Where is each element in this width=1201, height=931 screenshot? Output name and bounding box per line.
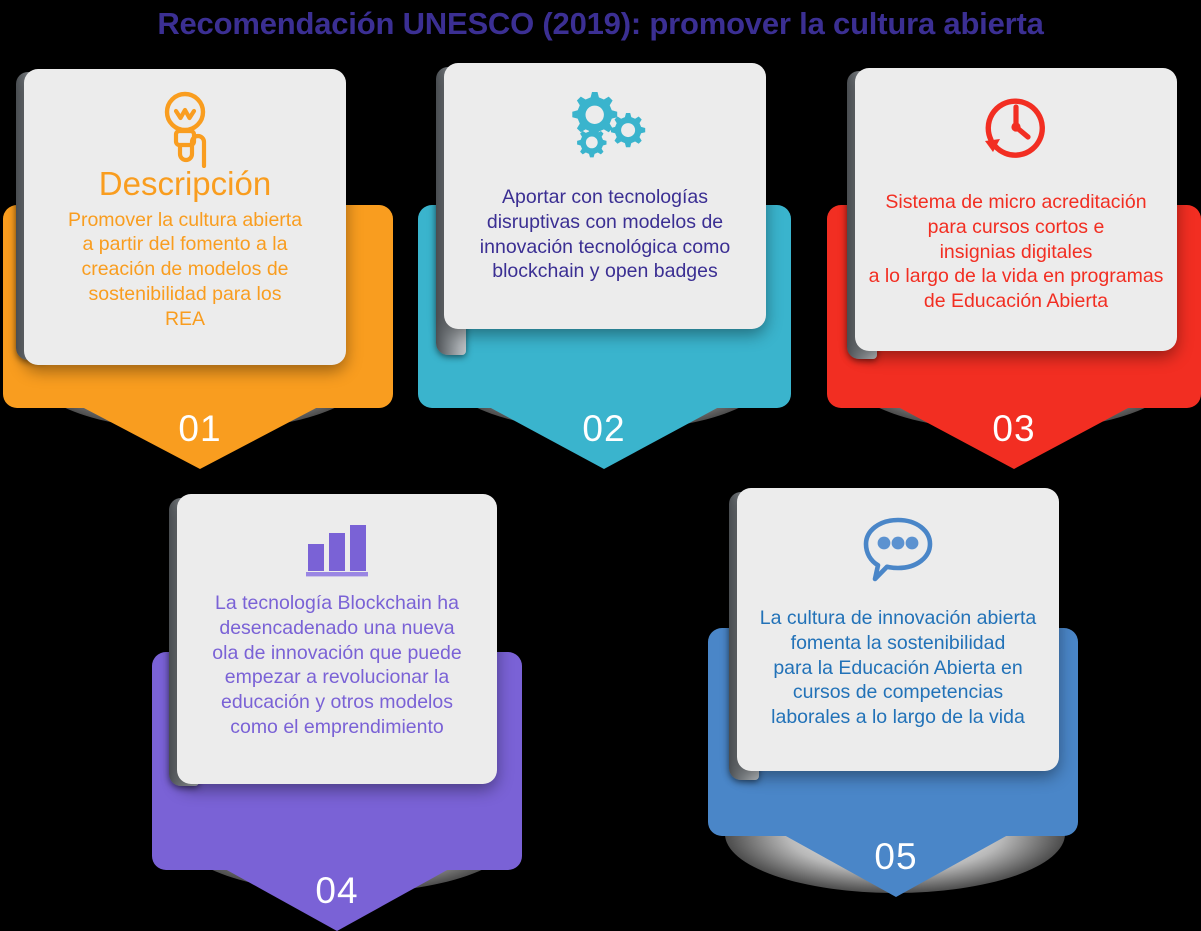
card-01[interactable]: Descripción Promover la cultura abierta … [24,69,346,365]
bar-chart-icon [306,519,368,581]
card-pointer-01 [82,407,318,469]
card-text-04: La tecnología Blockchain ha desencadenad… [212,592,462,738]
card-unit-04[interactable]: 04 La tecnología Blockchain ha desencade… [152,478,542,931]
clock-arrow-icon [978,86,1054,166]
card-04[interactable]: La tecnología Blockchain ha desencadenad… [177,494,497,784]
card-number-04: 04 [315,870,359,911]
card-unit-03[interactable]: 03 Sistema de micro acreditación para cu… [822,55,1201,469]
lightbulb-icon [154,87,216,169]
card-03[interactable]: Sistema de micro acreditación para curso… [855,68,1177,351]
card-text-02: Aportar con tecnologías disruptivas con … [479,186,731,283]
card-unit-02[interactable]: 02 Aportar con tecnologías disruptivas c… [418,55,798,469]
card-number-05: 05 [874,836,918,877]
card-number-03: 03 [992,408,1036,449]
card-text-05: La cultura de innovación abierta fomenta… [759,607,1037,728]
card-number-02: 02 [582,408,626,449]
card-05[interactable]: La cultura de innovación abierta fomenta… [737,488,1059,771]
infographic-canvas: Recomendación UNESCO (2019): promover la… [0,6,1201,931]
speech-bubble-icon [861,512,935,588]
card-unit-01[interactable]: 01 Descripción Promover la cultura abier… [0,55,400,469]
page-title: Recomendación UNESCO (2019): promover la… [157,6,1044,41]
card-text-01: Promover la cultura abierta a partir del… [67,208,303,330]
gears-icon [562,83,648,165]
card-heading-01: Descripción [98,165,272,202]
card-pointer-02 [489,407,719,469]
card-unit-05[interactable]: 05 La cultura de innovación abierta fome… [700,478,1090,897]
card-number-01: 01 [178,408,222,449]
card-pointer-03 [898,407,1130,469]
card-02[interactable]: Aportar con tecnologías disruptivas con … [444,63,766,329]
card-text-03: Sistema de micro acreditación para curso… [868,191,1164,312]
